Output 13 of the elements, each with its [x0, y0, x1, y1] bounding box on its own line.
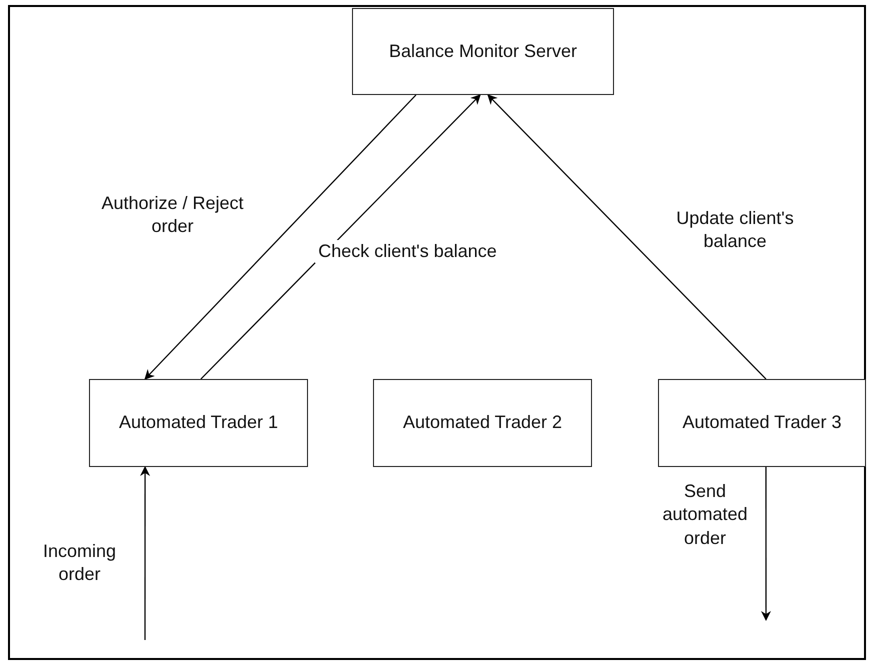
arrow	[140, 466, 150, 640]
process-box	[658, 379, 866, 467]
arrow	[144, 94, 416, 380]
box-label: Automated Trader 2	[402, 411, 562, 434]
process-box	[352, 8, 614, 95]
process-box	[373, 379, 592, 467]
arrow	[200, 94, 481, 380]
arrow	[761, 467, 771, 621]
process-box	[89, 379, 308, 467]
box-label: Balance Monitor Server	[388, 40, 578, 63]
box-label: Automated Trader 1	[118, 411, 278, 434]
arrow	[487, 94, 766, 380]
box-label: Automated Trader 3	[682, 411, 842, 434]
